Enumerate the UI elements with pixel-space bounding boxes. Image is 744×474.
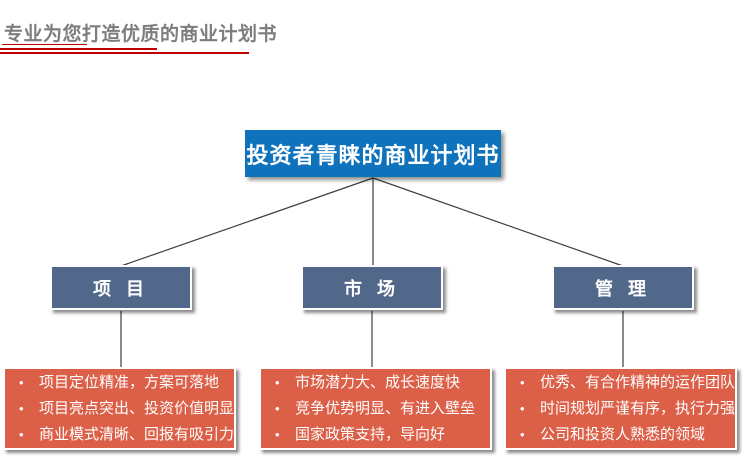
bullet-label: 国家政策支持，导向好: [295, 426, 446, 443]
bullet-icon: •: [520, 401, 525, 416]
bullet-icon: •: [520, 427, 525, 442]
list-item: • 项目亮点突出、投资价值明显: [15, 396, 234, 422]
title-underline-medium: [0, 48, 157, 50]
branch-node-market: 市 场: [301, 265, 443, 310]
detail-box-project: • 项目定位精准，方案可落地 • 项目亮点突出、投资价值明显 • 商业模式清晰、…: [3, 367, 236, 450]
bullet-label: 市场潜力大、成长速度快: [295, 374, 461, 391]
detail-box-market: • 市场潜力大、成长速度快 • 竞争优势明显、有进入壁垒 • 国家政策支持，导向…: [259, 367, 492, 450]
list-item: • 公司和投资人熟悉的领域: [516, 422, 731, 448]
list-item: • 竞争优势明显、有进入壁垒: [271, 396, 486, 422]
root-node-business-plan: 投资者青睐的商业计划书: [245, 130, 501, 177]
bullet-label: 竞争优势明显、有进入壁垒: [295, 400, 476, 417]
branch-node-management: 管 理: [552, 265, 694, 310]
page-title: 专业为您打造优质的商业计划书: [4, 24, 278, 45]
detail-box-management: • 优秀、有合作精神的运作团队 • 时间规划严谨有序，执行力强 • 公司和投资人…: [504, 367, 737, 450]
bullet-icon: •: [275, 401, 280, 416]
title-underline-long: [0, 52, 249, 54]
title-underline-short: [2, 44, 87, 45]
list-item: • 项目定位精准，方案可落地: [15, 370, 230, 396]
bullet-label: 优秀、有合作精神的运作团队: [540, 374, 736, 391]
branch-node-label: 项 目: [92, 278, 149, 299]
bullet-icon: •: [19, 401, 24, 416]
bullet-label: 公司和投资人熟悉的领域: [540, 426, 706, 443]
bullet-icon: •: [275, 427, 280, 442]
bullet-icon: •: [520, 375, 525, 390]
list-item: • 商业模式清晰、回报有吸引力: [15, 422, 234, 448]
list-item: • 市场潜力大、成长速度快: [271, 370, 486, 396]
root-node-label: 投资者青睐的商业计划书: [246, 142, 500, 168]
bullet-icon: •: [19, 375, 24, 390]
bullet-icon: •: [275, 375, 280, 390]
connector-root-to-branch1: [120, 177, 374, 267]
list-item: • 国家政策支持，导向好: [271, 422, 486, 448]
connector-root-to-branch3: [372, 177, 624, 267]
bullet-icon: •: [19, 427, 24, 442]
bullet-label: 项目亮点突出、投资价值明显: [39, 400, 235, 417]
list-item: • 时间规划严谨有序，执行力强: [516, 396, 735, 422]
branch-node-label: 管 理: [594, 278, 651, 299]
bullet-label: 项目定位精准，方案可落地: [39, 374, 220, 391]
bullet-label: 商业模式清晰、回报有吸引力: [39, 426, 235, 443]
bullet-label: 时间规划严谨有序，执行力强: [540, 400, 736, 417]
branch-node-label: 市 场: [343, 278, 400, 299]
branch-node-project: 项 目: [50, 265, 192, 310]
list-item: • 优秀、有合作精神的运作团队: [516, 370, 735, 396]
